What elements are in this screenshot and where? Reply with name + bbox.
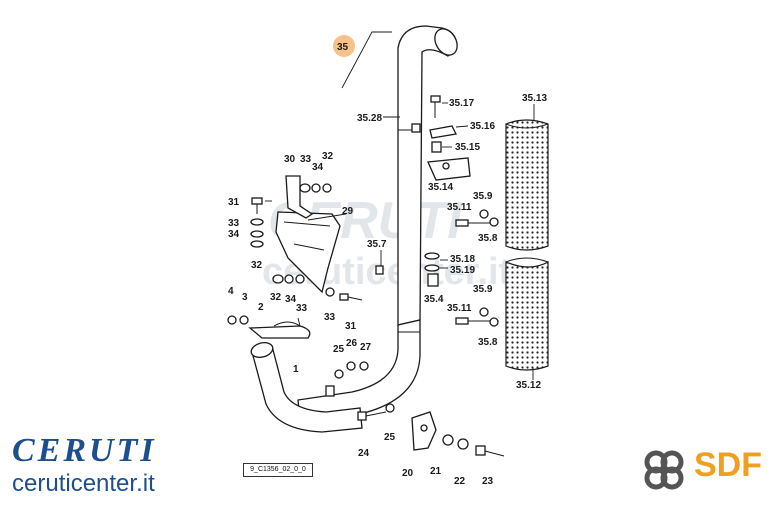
exhaust-pipe (297, 25, 458, 421)
label-24: 24 (358, 448, 370, 459)
label-35-8-lower: 35.8 (478, 337, 498, 348)
label-33-middle: 33 (296, 303, 308, 314)
label-35-12: 35.12 (516, 380, 541, 391)
ceruti-logo-url: ceruticenter.it (12, 470, 155, 497)
label-31-right: 31 (345, 321, 357, 332)
label-35-16: 35.16 (470, 121, 495, 132)
ceruti-logo: CERUTI ceruticenter.it (12, 432, 242, 502)
fasteners-right-upper (375, 95, 471, 287)
label-34-top: 34 (312, 162, 324, 173)
label-34-middle: 34 (285, 294, 297, 305)
label-32-top: 32 (322, 151, 334, 162)
label-3: 3 (242, 292, 248, 303)
label-29: 29 (342, 206, 354, 217)
fasteners-bottom (357, 403, 505, 457)
fasteners-left (227, 183, 369, 379)
group-badge-label: 35 (337, 42, 349, 53)
muffler-screen-upper (455, 119, 549, 251)
ceruti-logo-title: CERUTI (12, 432, 157, 469)
sdf-logo-icon (644, 450, 684, 490)
bracket (285, 175, 314, 219)
label-32-middle: 32 (270, 292, 282, 303)
label-35-13: 35.13 (522, 93, 547, 104)
label-20: 20 (402, 468, 414, 479)
group-bracket (341, 31, 392, 89)
label-25-lower: 25 (384, 432, 396, 443)
sdf-logo-text: SDF (694, 446, 762, 484)
label-27: 27 (360, 342, 372, 353)
label-2: 2 (258, 302, 264, 313)
label-26: 26 (346, 338, 358, 349)
label-22: 22 (454, 476, 466, 487)
label-1: 1 (293, 364, 299, 375)
label-35-11-lower: 35.11 (447, 303, 472, 314)
label-25-upper: 25 (333, 344, 345, 355)
label-35-28: 35.28 (357, 113, 382, 124)
clamp (248, 325, 311, 339)
muffler-screen-lower (455, 257, 549, 371)
label-23: 23 (482, 476, 494, 487)
label-34-left: 34 (228, 229, 240, 240)
heat-shield (275, 211, 341, 294)
label-35-9-upper: 35.9 (473, 191, 493, 202)
label-35-17: 35.17 (449, 98, 474, 109)
label-35-7: 35.7 (367, 239, 387, 250)
label-35-19: 35.19 (450, 265, 475, 276)
drawing-code: 9_C1356_02_0_0 (243, 463, 313, 477)
label-35-14: 35.14 (428, 182, 453, 193)
heat-shield-ribs (283, 221, 331, 251)
label-33-right: 33 (324, 312, 336, 323)
label-33-top: 33 (300, 154, 312, 165)
label-35-18: 35.18 (450, 254, 475, 265)
label-30: 30 (284, 154, 296, 165)
clamp-loop (273, 321, 301, 327)
label-35-4: 35.4 (424, 294, 444, 305)
label-35-8-upper: 35.8 (478, 233, 498, 244)
elbow-tube (250, 342, 363, 433)
label-21: 21 (430, 466, 442, 477)
label-35-15: 35.15 (455, 142, 480, 153)
label-4: 4 (228, 286, 234, 297)
label-35-11-upper: 35.11 (447, 202, 472, 213)
label-33-left: 33 (228, 218, 240, 229)
label-31-left: 31 (228, 197, 240, 208)
label-32-left: 32 (251, 260, 263, 271)
leader-lines (265, 102, 535, 380)
part-labels: 35.28 35.17 35.16 35.15 35.14 35.13 35.9… (228, 93, 547, 487)
label-35-9-lower: 35.9 (473, 284, 493, 295)
group-badge-circle (333, 35, 355, 57)
sdf-logo: SDF (638, 444, 778, 496)
